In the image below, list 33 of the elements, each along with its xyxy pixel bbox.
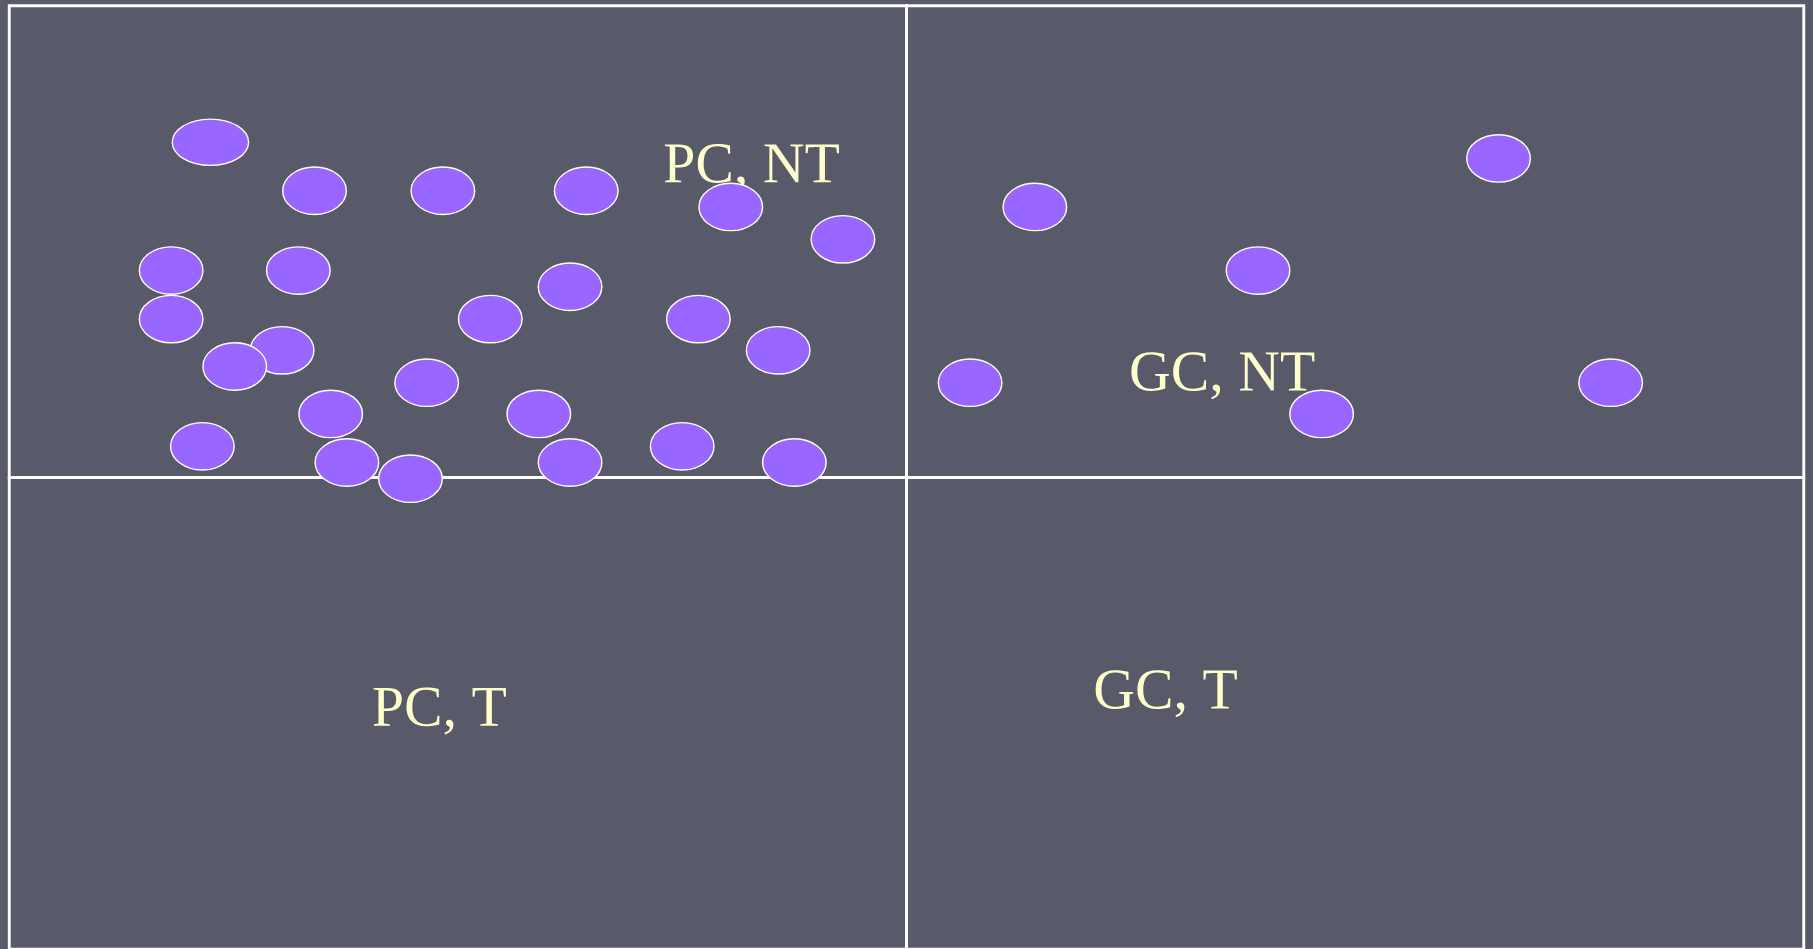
dot [378,454,443,503]
dot [649,421,715,471]
dot [937,358,1003,407]
dot [138,294,204,344]
dot [506,389,572,439]
dot [171,118,250,166]
dot [810,214,876,264]
dot [1002,182,1068,232]
dot [1466,133,1531,183]
dot [169,421,235,471]
dot [761,437,827,487]
dot [202,342,268,391]
dot [665,294,731,344]
quadrant-cell: GC, NT [905,4,1806,479]
quadrant-cell: GC, T [905,475,1806,949]
dot [553,166,619,216]
quadrant-cell: PC, T [7,475,908,949]
dot [282,166,347,216]
dot [537,437,603,487]
dot [410,166,476,216]
dot [1289,389,1355,439]
dot [138,246,204,295]
dot [1225,246,1291,295]
dot [745,325,811,375]
dot [457,294,523,344]
dot [265,246,331,295]
dot [314,437,380,487]
dot [249,325,315,375]
dot [394,358,460,407]
quadrant-cell: PC, NT [7,4,908,479]
dot [1578,358,1644,407]
dot [537,262,603,311]
dot [298,389,364,439]
